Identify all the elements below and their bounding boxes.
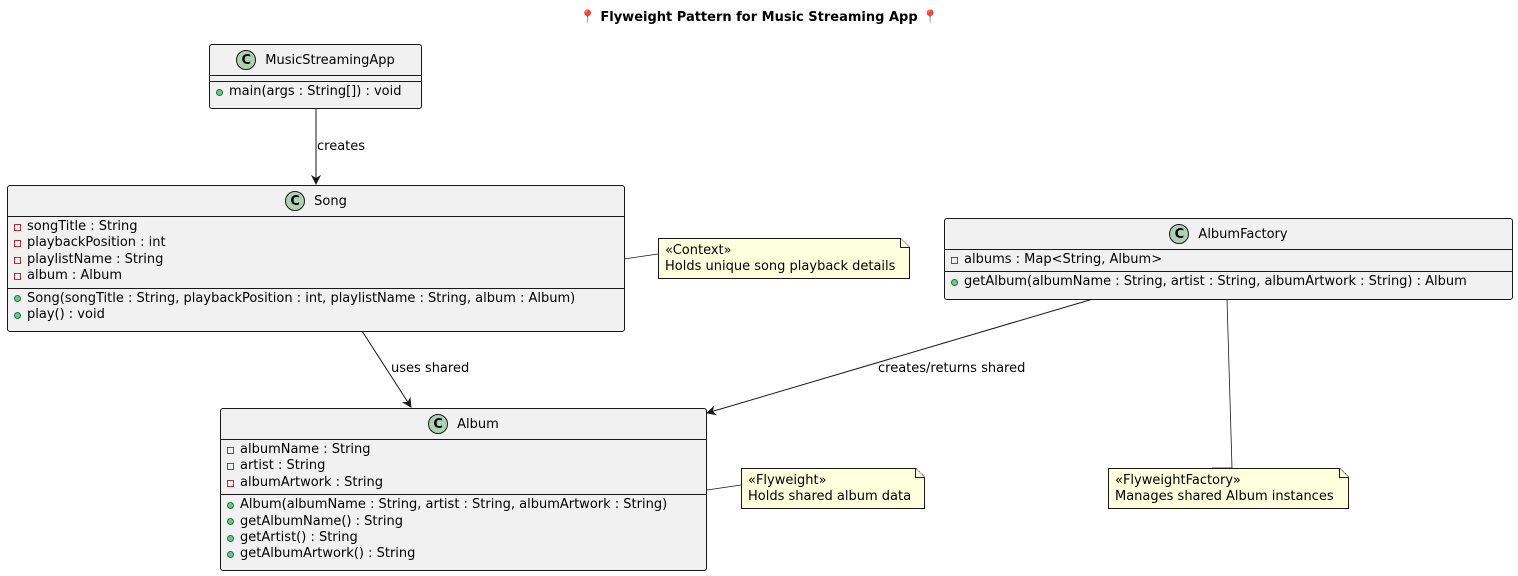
private-marker-icon [227, 446, 234, 454]
class-name: MusicStreamingApp [265, 52, 395, 68]
diagram-title: 📍 Flyweight Pattern for Music Streaming … [579, 10, 939, 25]
class-header: C Song [8, 186, 624, 216]
field-text: artist : String [240, 458, 326, 474]
field-text: playbackPosition : int [27, 235, 166, 251]
public-marker-icon [227, 501, 234, 509]
public-marker-icon [951, 279, 958, 287]
methods-section: getAlbum(albumName : String, artist : St… [945, 271, 1512, 293]
method-row: getAlbum(albumName : String, artist : St… [951, 274, 1506, 290]
field-row: albums : Map<String, Album> [951, 252, 1506, 268]
note-stereotype: «FlyweightFactory» [1115, 473, 1241, 488]
private-marker-icon [227, 463, 234, 471]
methods-section: main(args : String[]) : void [210, 81, 421, 103]
field-text: playlistName : String [27, 251, 164, 267]
public-marker-icon [227, 534, 234, 542]
field-text: albumName : String [240, 442, 371, 457]
field-row: album : Album [14, 268, 618, 284]
method-text: getAlbum(albumName : String, artist : St… [964, 274, 1467, 290]
field-row: artist : String [227, 458, 700, 474]
fields-section [210, 75, 421, 81]
methods-section: Album(albumName : String, artist : Strin… [221, 494, 706, 566]
field-row: playlistName : String [14, 252, 618, 268]
edge-factory-to-album [706, 298, 1094, 416]
method-row: getAlbumName() : String [227, 514, 700, 530]
class-music-streaming-app[interactable]: C MusicStreamingApp main(args : String[]… [209, 44, 422, 109]
edge-song-to-album [361, 330, 412, 408]
public-marker-icon [227, 551, 234, 559]
note-stereotype: «Flyweight» [748, 473, 827, 488]
fields-section: albumName : String artist : String album… [221, 439, 706, 494]
private-marker-icon [227, 479, 234, 487]
class-album-factory[interactable]: C AlbumFactory albums : Map<String, Albu… [944, 218, 1513, 300]
class-name: Song [314, 193, 347, 209]
method-row: Song(songTitle : String, playbackPositio… [14, 291, 618, 307]
class-header: C AlbumFactory [945, 219, 1512, 249]
edge-label-creates-returns-shared: creates/returns shared [878, 361, 1026, 376]
note-text: Manages shared Album instances [1115, 489, 1334, 504]
public-marker-icon [227, 518, 234, 526]
private-marker-icon [14, 223, 21, 231]
method-row: Album(albumName : String, artist : Strin… [227, 497, 700, 513]
method-text: getAlbumArtwork() : String [240, 546, 416, 562]
private-marker-icon [14, 240, 21, 248]
private-marker-icon [14, 272, 21, 280]
field-text: songTitle : String [27, 219, 138, 234]
method-row: play() : void [14, 307, 618, 323]
field-row: songTitle : String [14, 219, 618, 235]
method-text: Album(albumName : String, artist : Strin… [240, 497, 668, 513]
public-marker-icon [14, 295, 21, 303]
note-text: Holds shared album data [748, 489, 912, 504]
field-row: albumName : String [227, 442, 700, 458]
field-row: playbackPosition : int [14, 235, 618, 251]
note-stereotype: «Context» [665, 243, 732, 258]
field-text: albumArtwork : String [240, 474, 383, 490]
edge-label-uses-shared: uses shared [391, 361, 470, 376]
method-text: main(args : String[]) : void [229, 84, 402, 99]
class-name: AlbumFactory [1198, 226, 1288, 242]
method-row: main(args : String[]) : void [216, 84, 415, 100]
note-link-factory [1212, 298, 1233, 469]
field-text: albums : Map<String, Album> [964, 252, 1163, 267]
method-text: Song(songTitle : String, playbackPositio… [27, 290, 576, 306]
class-icon: C [428, 414, 449, 434]
note-text: Holds unique song playback details [665, 259, 896, 274]
class-album[interactable]: C Album albumName : String artist : Stri… [220, 408, 707, 571]
fields-section: songTitle : String playbackPosition : in… [8, 216, 624, 288]
field-row: albumArtwork : String [227, 475, 700, 491]
method-text: getArtist() : String [240, 530, 358, 546]
method-row: getArtist() : String [227, 530, 700, 546]
class-icon: C [285, 191, 306, 211]
class-song[interactable]: C Song songTitle : String playbackPositi… [7, 185, 625, 332]
private-marker-icon [951, 256, 958, 264]
class-header: C MusicStreamingApp [210, 45, 421, 75]
fields-section: albums : Map<String, Album> [945, 249, 1512, 271]
field-text: album : Album [27, 268, 123, 284]
class-name: Album [457, 416, 499, 432]
note-context: «Context» Holds unique song playback det… [658, 238, 910, 279]
note-flyweight: «Flyweight» Holds shared album data [741, 468, 925, 509]
public-marker-icon [216, 88, 223, 96]
class-icon: C [1169, 224, 1190, 244]
class-icon: C [236, 50, 257, 70]
methods-section: Song(songTitle : String, playbackPositio… [8, 287, 624, 327]
method-text: play() : void [27, 307, 105, 323]
method-row: getAlbumArtwork() : String [227, 546, 700, 562]
private-marker-icon [14, 256, 21, 264]
edge-label-creates: creates [317, 139, 366, 154]
note-link-flyweight [706, 484, 742, 491]
class-header: C Album [221, 409, 706, 439]
note-flyweight-factory: «FlyweightFactory» Manages shared Album … [1108, 468, 1349, 509]
note-link-context [623, 253, 659, 260]
public-marker-icon [14, 311, 21, 319]
method-text: getAlbumName() : String [240, 513, 403, 529]
